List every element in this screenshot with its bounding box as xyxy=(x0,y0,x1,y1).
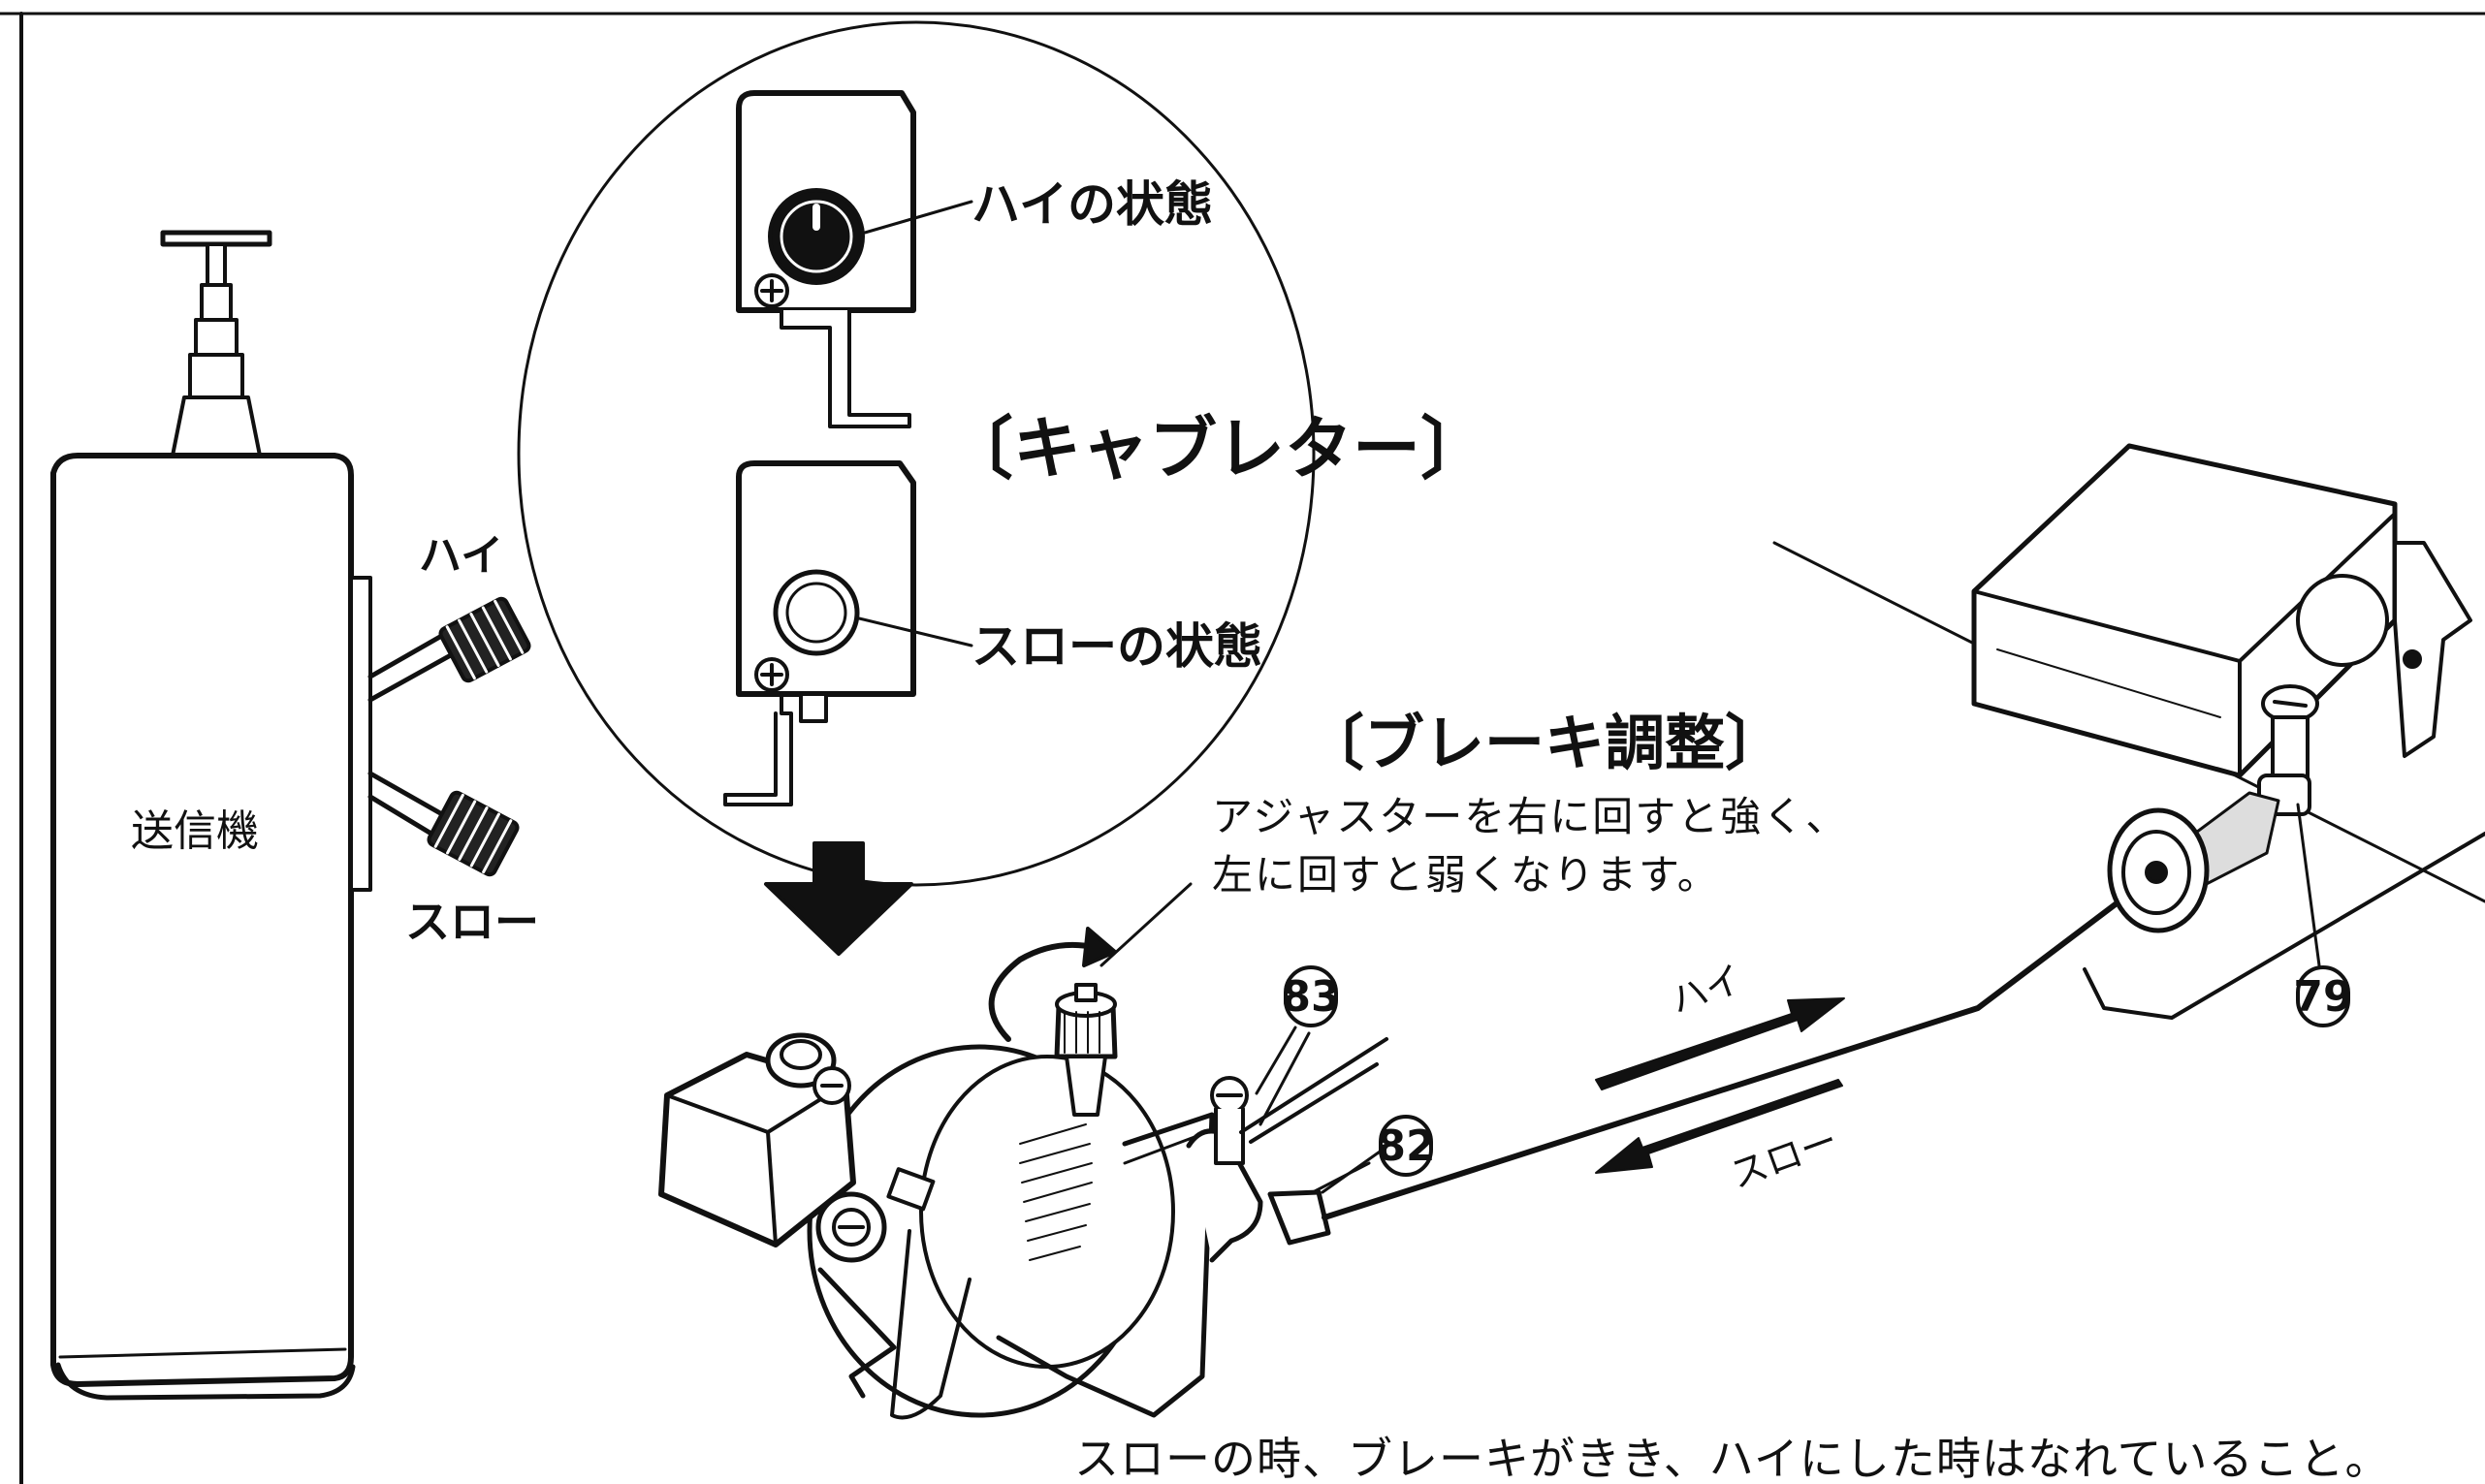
carburetor-heading: 〔キャブレター〕 xyxy=(945,409,1488,489)
brake-adjust-heading: 〔ブレーキ調整〕 xyxy=(1304,708,1786,778)
down-arrow-icon xyxy=(764,841,913,956)
page-frame xyxy=(0,12,2485,1484)
adjuster-instruction-line2: 左に回すと弱くなります。 xyxy=(1212,851,1720,899)
brake-note: スローの時、ブレーキがきき、ハイにした時はなれていること。 xyxy=(1074,1433,2391,1484)
part-number-83: 83 xyxy=(1281,965,1341,1027)
carburetor-detail-circle xyxy=(517,20,1316,887)
transmitter xyxy=(50,230,531,1401)
direction-arrows xyxy=(1595,997,1845,1174)
engine-brake-assembly xyxy=(658,882,1388,1420)
servo-assembly xyxy=(1772,443,2485,1020)
throttle-rod xyxy=(1322,862,2171,1220)
part-number-79: 79 xyxy=(2293,965,2353,1027)
slow-knob-label: スロー xyxy=(405,896,539,948)
high-knob-label: ハイ xyxy=(419,531,504,581)
part-number-82: 82 xyxy=(1376,1115,1436,1177)
adjuster-instruction-line1: アジャスターを右に回すと強く、 xyxy=(1212,793,1849,840)
transmitter-label: 送信機 xyxy=(131,806,259,856)
slow-state-label: スローの状態 xyxy=(972,618,1262,675)
high-state-label: ハイの状態 xyxy=(972,176,1213,233)
